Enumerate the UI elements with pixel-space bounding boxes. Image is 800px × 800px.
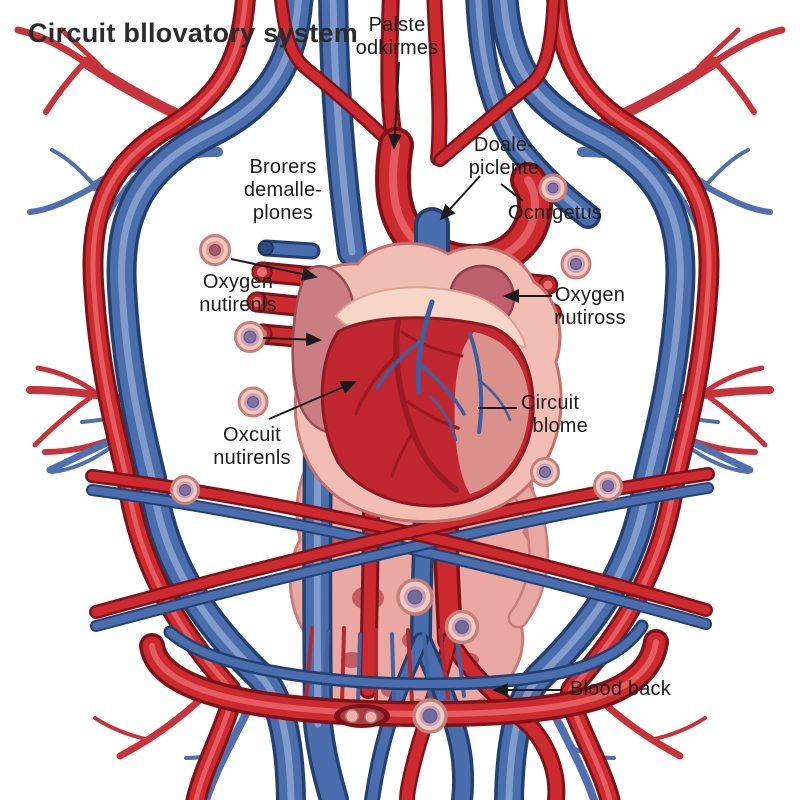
blood-cells	[170, 173, 623, 734]
blood-cell	[538, 173, 568, 203]
label-top-center: Palste odkirmes	[355, 14, 439, 59]
blood-cell	[560, 248, 592, 280]
heart	[291, 241, 563, 524]
blood-cell	[234, 321, 266, 353]
label-left-2: Oxcuit nutirenls	[213, 424, 291, 469]
label-upper-left: Brorers demalle- plones	[243, 156, 323, 224]
blood-cell	[237, 386, 269, 418]
coronary-veins	[375, 299, 512, 442]
coronary-arteries	[354, 319, 464, 493]
blood-cell	[396, 578, 434, 616]
page-title: Circuit bllovatory system	[28, 18, 359, 48]
label-left-1: Oxygen nutirenls	[199, 271, 277, 316]
blood-cell	[170, 475, 200, 505]
label-upper-right: Doale- piclente	[468, 134, 540, 179]
vena-cava-superior	[318, 0, 367, 267]
blood-cell	[593, 471, 623, 501]
blood-cell	[199, 234, 231, 266]
label-right-1: Ocnrgetus	[508, 202, 603, 224]
leader-lines	[230, 61, 562, 697]
label-right-3: Circuit blome	[521, 392, 588, 437]
artery-main-right	[546, 0, 720, 800]
label-right-2: Oxygen nutiross	[554, 284, 626, 329]
blood-cell	[530, 457, 560, 487]
blood-cell	[412, 698, 448, 734]
vein-main-left	[106, 0, 314, 800]
blood-cell	[444, 609, 480, 645]
label-bottom-right: Blood back	[570, 678, 671, 700]
